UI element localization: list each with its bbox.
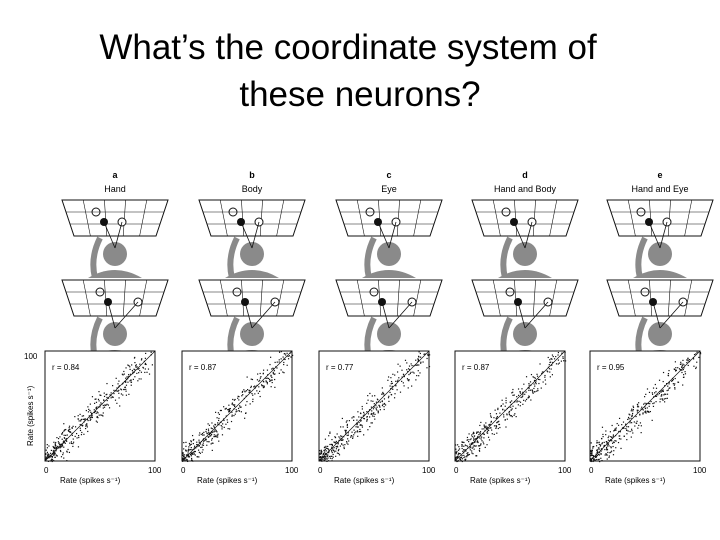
x-tick-max: 100 xyxy=(558,466,572,475)
correlation-value: r = 0.87 xyxy=(462,363,490,372)
x-axis-label: Rate (spikes s⁻¹) xyxy=(605,476,666,485)
x-axis-label: Rate (spikes s⁻¹) xyxy=(334,476,395,485)
top-diagram xyxy=(606,199,714,278)
top-diagram xyxy=(61,199,169,278)
bottom-diagram xyxy=(61,279,169,358)
panel-letter: c xyxy=(386,170,392,180)
panel-condition-label: Eye xyxy=(381,184,397,194)
scatter-plot xyxy=(181,350,294,463)
scatter-plot xyxy=(44,350,156,463)
correlation-value: r = 0.77 xyxy=(326,363,354,372)
scatter-plot xyxy=(589,350,702,463)
panel-condition-label: Body xyxy=(241,184,263,194)
x-tick-min: 0 xyxy=(589,466,594,475)
bottom-diagram xyxy=(606,279,714,358)
y-axis-label: Rate (spikes s⁻¹) xyxy=(26,385,35,446)
panel-letter: e xyxy=(657,170,663,180)
slide-title-line1: What’s the coordinate system of xyxy=(99,28,597,67)
top-diagram xyxy=(198,199,306,278)
x-tick-min: 0 xyxy=(454,466,459,475)
x-tick-min: 0 xyxy=(44,466,49,475)
x-tick-max: 100 xyxy=(693,466,707,475)
x-tick-max: 100 xyxy=(285,466,299,475)
correlation-value: r = 0.84 xyxy=(52,363,80,372)
y-tick-max: 100 xyxy=(24,352,38,361)
x-tick-min: 0 xyxy=(181,466,186,475)
bottom-diagram xyxy=(198,279,306,358)
panel-letter: d xyxy=(522,170,528,180)
x-axis-label: Rate (spikes s⁻¹) xyxy=(197,476,258,485)
panel-letter: b xyxy=(249,170,255,180)
panel-condition-label: Hand and Body xyxy=(493,184,557,194)
x-tick-max: 100 xyxy=(148,466,162,475)
correlation-value: r = 0.87 xyxy=(189,363,217,372)
x-axis-label: Rate (spikes s⁻¹) xyxy=(60,476,121,485)
x-tick-min: 0 xyxy=(318,466,323,475)
panel-condition-label: Hand xyxy=(104,184,126,194)
panel-condition-label: Hand and Eye xyxy=(631,184,689,194)
correlation-value: r = 0.95 xyxy=(597,363,625,372)
top-diagram xyxy=(335,199,443,278)
scatter-plot xyxy=(318,350,431,463)
panel-letter: a xyxy=(112,170,118,180)
x-axis-label: Rate (spikes s⁻¹) xyxy=(470,476,531,485)
top-diagram xyxy=(471,199,579,278)
bottom-diagram xyxy=(471,279,579,358)
bottom-diagram xyxy=(335,279,443,358)
x-tick-max: 100 xyxy=(422,466,436,475)
slide-title-line2: these neurons? xyxy=(239,75,481,114)
scatter-plot xyxy=(454,350,567,463)
